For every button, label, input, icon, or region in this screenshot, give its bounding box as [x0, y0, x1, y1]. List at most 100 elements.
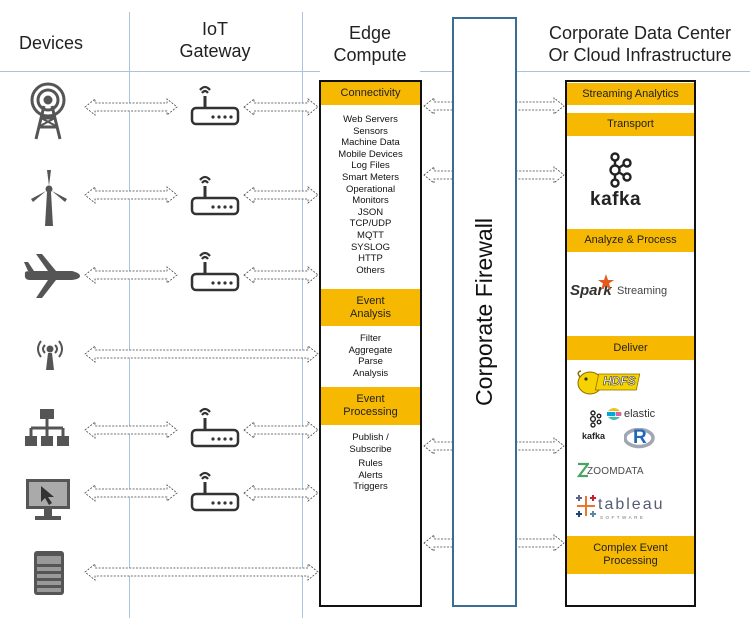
list-item: Rules	[358, 458, 383, 470]
list-item: Sensors	[353, 125, 388, 137]
list-item: Mobile Devices	[338, 148, 403, 160]
connectivity-header: Connectivity	[321, 82, 420, 105]
header-divider-mid	[420, 71, 452, 72]
list-item: Log Files	[351, 160, 390, 172]
edge-header: Edge Compute	[315, 22, 425, 66]
event-analysis-line1: Event	[356, 294, 385, 307]
analysis-items-list: Filter Aggregate Parse Analysis	[321, 333, 420, 379]
kafka-small-logo	[588, 410, 602, 428]
airplane-icon	[22, 254, 82, 300]
processing-items-list: Publish / Subscribe Rules Alerts Trigger…	[321, 432, 420, 493]
list-item: Monitors	[352, 195, 389, 207]
double-arrow	[84, 484, 178, 502]
elastic-logo	[606, 406, 622, 422]
analyze-process-header: Analyze & Process	[567, 229, 694, 252]
router-icon	[190, 84, 240, 126]
network-icon	[24, 408, 70, 448]
tableau-logo-text: tableau	[598, 496, 665, 513]
zoomdata-logo: ZOOMDATA	[577, 462, 644, 478]
list-item: Parse	[358, 356, 383, 368]
cloud-header: Corporate Data Center Or Cloud Infrastru…	[532, 22, 748, 66]
router-icon	[190, 470, 240, 512]
edge-header-line1: Edge	[348, 23, 392, 43]
double-arrow	[243, 186, 319, 204]
complex-event-processing-header: Complex Event Processing	[567, 536, 694, 574]
event-processing-line1: Event	[356, 393, 385, 405]
list-item: Analysis	[352, 367, 389, 379]
list-item: MQTT	[357, 229, 384, 241]
list-item: Machine Data	[341, 137, 400, 149]
streaming-analytics-header: Streaming Analytics	[567, 83, 694, 105]
tableau-sub-text: SOFTWARE	[600, 515, 646, 520]
list-item: Filter	[359, 333, 382, 344]
header-divider-left	[0, 71, 320, 72]
cell-tower-icon	[26, 82, 70, 140]
zoomdata-logo-text: ZOOMDATA	[587, 466, 644, 477]
corporate-firewall	[452, 17, 517, 607]
column-divider-1	[129, 12, 130, 618]
list-item: SYSLOG	[350, 241, 391, 253]
double-arrow	[84, 266, 178, 284]
computer-monitor-icon	[25, 478, 71, 522]
double-arrow	[243, 421, 319, 439]
tableau-logo: tableau SOFTWARE	[575, 492, 663, 520]
list-item: JSON	[357, 206, 384, 218]
double-arrow	[84, 345, 319, 363]
connectivity-sources-list: Web Servers Sensors Machine Data Mobile …	[321, 114, 420, 276]
kafka-small-logo-text: kafka	[582, 431, 606, 441]
header-divider-right	[516, 71, 750, 72]
list-item: HTTP	[358, 253, 383, 265]
list-item: Smart Meters	[341, 171, 399, 183]
double-arrow	[84, 563, 319, 581]
column-divider-2	[302, 12, 303, 618]
wireless-sensor-icon	[35, 337, 65, 371]
spark-logo-text: Spark	[570, 282, 612, 299]
list-item: Subscribe	[349, 443, 392, 455]
elastic-logo-text: elastic	[624, 408, 656, 420]
hdfs-logo: HDFS	[576, 368, 642, 396]
complex-event-line1: Complex Event	[593, 542, 668, 554]
list-item: Publish /	[352, 432, 389, 443]
r-logo: R	[624, 427, 658, 450]
complex-event-line2: Processing	[603, 555, 658, 567]
event-analysis-line2: Analysis	[350, 307, 391, 320]
edge-header-line2: Compute	[333, 45, 407, 65]
double-arrow	[243, 98, 319, 116]
event-processing-line2: Processing	[343, 406, 398, 418]
cloud-header-line1: Corporate Data Center	[548, 23, 732, 43]
double-arrow	[84, 186, 178, 204]
transport-header: Transport	[567, 113, 694, 136]
event-processing-header: Event Processing	[321, 387, 420, 425]
double-arrow	[84, 98, 178, 116]
hdfs-logo-text: HDFS	[603, 374, 636, 389]
smartphone-icon	[33, 550, 65, 596]
wind-turbine-icon	[28, 168, 70, 228]
edge-compute-box	[319, 80, 422, 607]
spark-streaming-logo: Spark Streaming	[570, 274, 694, 304]
list-item: Web Servers	[343, 114, 398, 125]
router-icon	[190, 250, 240, 292]
kafka-logo	[604, 152, 634, 188]
router-icon	[190, 406, 240, 448]
gateway-header: IoT Gateway	[165, 18, 265, 62]
list-item: Aggregate	[348, 344, 393, 356]
list-item: Others	[356, 264, 385, 276]
double-arrow	[243, 484, 319, 502]
list-item: Operational	[345, 183, 396, 195]
list-item: Triggers	[353, 481, 388, 493]
r-logo-text: R	[633, 427, 647, 448]
double-arrow	[243, 266, 319, 284]
firewall-label: Corporate Firewall	[471, 218, 497, 406]
list-item: TCP/UDP	[349, 218, 392, 230]
event-analysis-header: Event Analysis	[321, 289, 420, 326]
kafka-logo-text: kafka	[590, 189, 642, 210]
deliver-header: Deliver	[567, 336, 694, 360]
double-arrow	[84, 421, 178, 439]
gateway-header-line2: Gateway	[179, 41, 251, 61]
streaming-logo-text: Streaming	[617, 285, 668, 297]
gateway-header-line1: IoT	[201, 19, 228, 39]
router-icon	[190, 174, 240, 216]
devices-header: Devices	[18, 33, 84, 53]
cloud-header-line2: Or Cloud Infrastructure	[548, 45, 732, 65]
list-item: Alerts	[358, 469, 383, 481]
